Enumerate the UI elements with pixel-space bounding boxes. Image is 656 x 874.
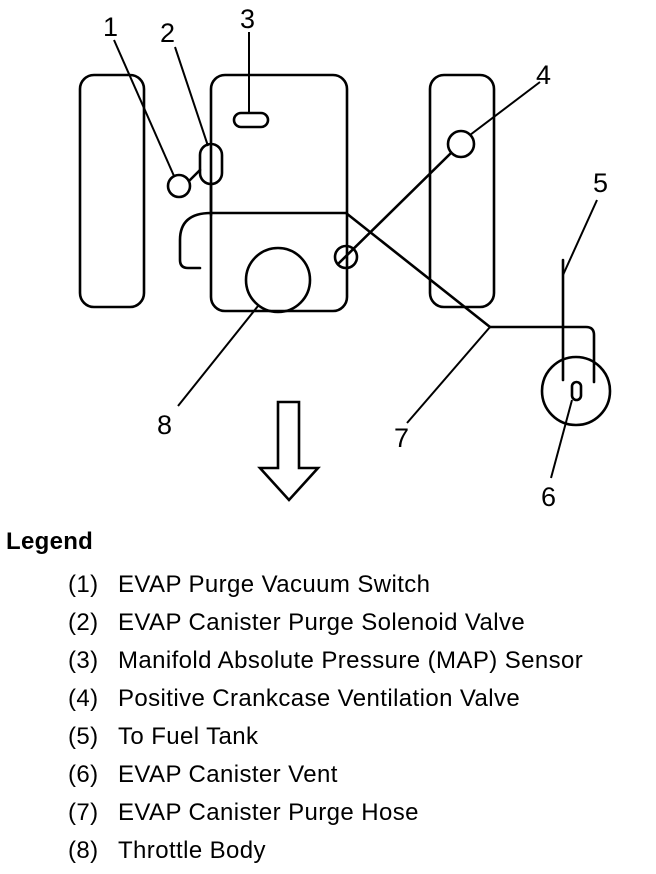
legend-item-number: (7) [68,799,99,826]
callout-label-8: 8 [157,410,172,440]
callout-leader-8 [177,305,259,407]
legend-item-number: (4) [68,685,99,712]
legend-item: (6) EVAP Canister Vent [68,756,583,794]
legend-item-label: Positive Crankcase Ventilation Valve [118,685,521,712]
down-arrow-icon [257,400,321,502]
legend-item-label: EVAP Canister Vent [118,761,338,788]
legend-item: (2) EVAP Canister Purge Solenoid Valve [68,604,583,642]
legend-item: (8) Throttle Body [68,832,583,870]
legend-item-number: (6) [68,761,99,788]
legend-item-number: (3) [68,647,99,674]
legend-item: (1) EVAP Purge Vacuum Switch [68,566,583,604]
legend-item: (7) EVAP Canister Purge Hose [68,794,583,832]
legend-item-label: EVAP Canister Purge Hose [118,799,419,826]
vacuum-switch-hose [188,168,202,182]
callout-leader-2 [174,46,209,147]
legend-item-label: Throttle Body [118,837,266,864]
throttle-body [244,246,312,314]
evap-canister [540,355,612,427]
legend-item-label: Manifold Absolute Pressure (MAP) Sensor [118,647,584,674]
right-cylinder-bank [428,73,496,309]
legend-item-label: To Fuel Tank [118,723,259,750]
callout-label-6: 6 [541,482,556,512]
legend-list: (1) EVAP Purge Vacuum Switch (2) EVAP Cani… [68,566,583,870]
evap-system-diagram: 1 2 3 4 5 6 7 8 [78,4,612,512]
callout-label-1: 1 [103,12,118,42]
legend-item-label: EVAP Canister Purge Solenoid Valve [118,609,526,636]
pcv-valve [446,129,476,159]
legend-item-number: (8) [68,837,99,864]
map-sensor [232,111,270,129]
evap-canister-vent [570,380,583,402]
callout-leader-6 [550,399,573,479]
callout-leader-4 [469,81,541,136]
callout-leader-1 [113,39,175,177]
legend-item-label: EVAP Purge Vacuum Switch [118,571,431,598]
legend-item-number: (5) [68,723,99,750]
callout-label-5: 5 [593,168,608,198]
callout-label-3: 3 [240,4,255,34]
legend-item: (5) To Fuel Tank [68,718,583,756]
legend-item: (4) Positive Crankcase Ventilation Valve [68,680,583,718]
evap-canister-purge-hose [178,211,492,329]
pcv-hose [336,151,453,266]
evap-purge-vacuum-switch [166,173,192,199]
callout-leader-7 [406,326,491,424]
legend-item-number: (1) [68,571,99,598]
pcv-port [333,244,359,270]
intake-manifold [209,73,349,313]
left-cylinder-bank [78,73,146,309]
legend-heading: Legend [6,528,94,555]
legend-item: (3) Manifold Absolute Pressure (MAP) Sens… [68,642,583,680]
callout-leader-5 [562,199,598,276]
legend-item-number: (2) [68,609,99,636]
callout-label-2: 2 [160,18,175,48]
canister-hose [488,325,596,384]
callout-label-4: 4 [536,60,551,90]
callout-label-7: 7 [394,423,409,453]
